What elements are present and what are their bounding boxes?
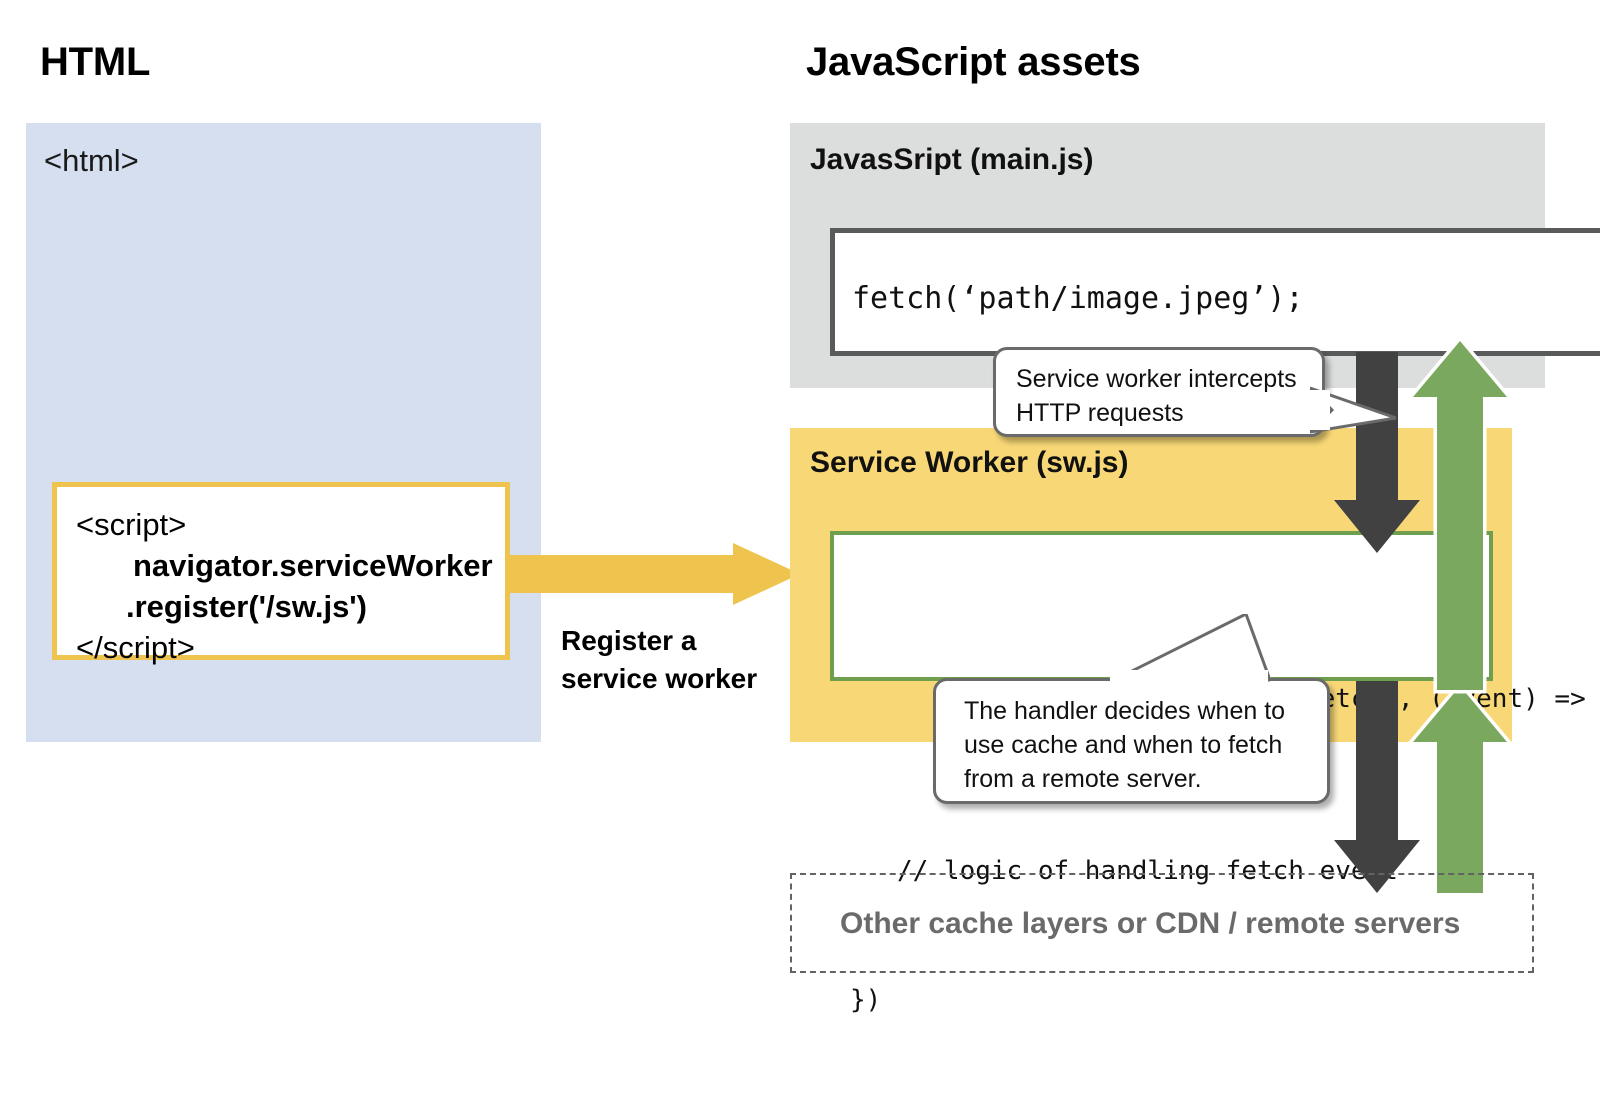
javascript-main-title: JavasSript (main.js) [810,143,1094,176]
callout-handler-line3: from a remote server. [964,765,1202,793]
callout-handler-line2: use cache and when to fetch [964,731,1283,759]
callout-intercept-line2: HTTP requests [1016,399,1184,427]
callout-intercept-tail-icon [1310,386,1396,434]
script-code-card: <script> navigator.serviceWorker .regist… [52,482,510,665]
script-line-open: <script> [76,507,187,542]
callout-intercept-line1: Service worker intercepts [1016,365,1297,393]
fetch-code-card: fetch(‘path/image.jpeg’); [830,228,1600,356]
register-arrow-icon [508,543,800,605]
html-tag-label: <html> [44,143,139,178]
register-label-line1: Register a [561,625,697,656]
register-label-line2: service worker [561,663,758,694]
script-line-close: </script> [76,630,195,665]
remote-servers-label: Other cache layers or CDN / remote serve… [840,907,1461,940]
callout-handler-line1: The handler decides when to [964,697,1286,725]
page-title-html: HTML [40,40,151,84]
service-worker-title: Service Worker (sw.js) [810,446,1129,479]
remote-servers-box [790,873,1534,973]
page-title-javascript-assets: JavaScript assets [806,40,1141,84]
callout-handler: The handler decides when to use cache an… [933,678,1330,804]
fetch-code-text: fetch(‘path/image.jpeg’); [852,281,1304,316]
sw-code-line3: }) [850,985,882,1015]
script-line-register: .register('/sw.js') [126,589,368,624]
script-line-navigator: navigator.serviceWorker [133,548,493,583]
callout-intercept: Service worker intercepts HTTP requests [993,347,1325,437]
register-arrow-label: Register a service worker [561,622,801,698]
callout-handler-tail-icon [1110,614,1270,686]
